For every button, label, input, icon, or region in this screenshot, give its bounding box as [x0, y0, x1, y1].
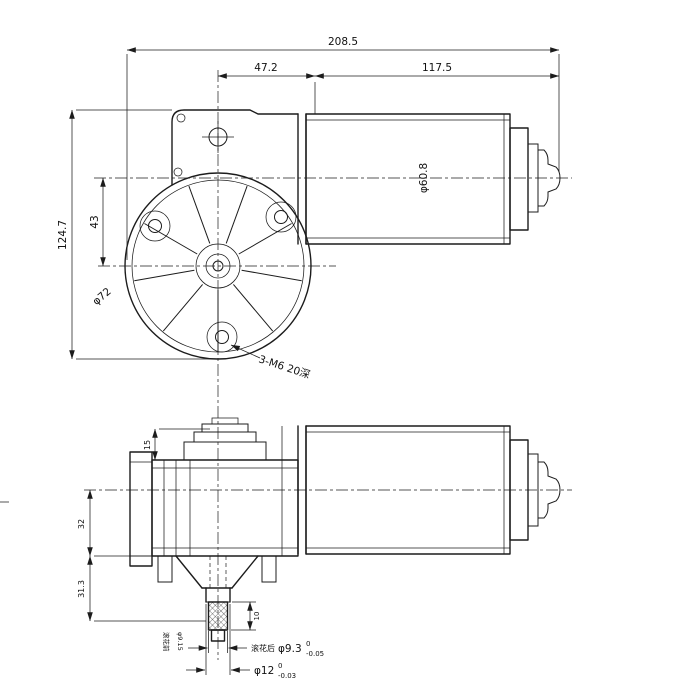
dim-shaft-knurl-dia: φ9.3 [278, 643, 302, 655]
bolt-boss [206, 321, 238, 353]
dimension-lines [69, 47, 560, 675]
dim-overall-height: 124.7 [57, 220, 69, 250]
dim-motor-diameter: φ60.8 [418, 163, 430, 193]
mounting-boss-side [183, 417, 267, 461]
dimension-labels: 208.5 47.2 117.5 124.7 43 φ60.8 φ72 3-M6… [57, 36, 452, 680]
rivet-hole [173, 167, 183, 177]
centerlines [0, 70, 572, 660]
end-cap [509, 127, 529, 231]
dim-shaft-base-dia: φ12 [254, 665, 274, 677]
note-knurl-after: 滚花后 [251, 643, 275, 653]
output-shaft [205, 587, 231, 642]
rivet-hole [176, 113, 186, 123]
shaft-tip [210, 629, 226, 642]
dim-gearbox-diameter: φ72 [90, 286, 113, 308]
mounting-bracket [171, 109, 299, 186]
dim-knurl-length: 10 [253, 612, 261, 621]
dim-body-to-axis: 32 [77, 519, 86, 529]
dim-boss-height: 15 [143, 440, 152, 450]
spokes [134, 185, 302, 351]
shaft-center [212, 260, 224, 272]
dim-mounting-thread: 3-M6 20深 [257, 353, 312, 381]
side-view [129, 417, 561, 642]
bearing-boss [538, 149, 561, 207]
bolt-boss [265, 201, 297, 233]
note-side-1: 滚花前 [162, 632, 171, 652]
gearbox-front [124, 172, 312, 360]
bearing-boss [538, 461, 561, 519]
front-view [124, 109, 561, 360]
bearing-skirt [157, 555, 277, 589]
dim-shaft-base-tol-upper: 0 [278, 662, 282, 670]
bolt-boss [139, 210, 171, 242]
dim-shaft-base-tol-lower: -0.03 [278, 672, 296, 680]
dim-center-to-flange: 47.2 [254, 62, 277, 74]
note-side-2: φ9.15 [176, 632, 184, 651]
dim-shaft-extension: 31.3 [77, 580, 86, 598]
motor-body-front [305, 113, 561, 245]
dim-axis-offset: 43 [89, 215, 101, 228]
dim-motor-length: 117.5 [422, 62, 452, 74]
dim-shaft-knurl-tol-upper: 0 [306, 640, 310, 648]
dim-shaft-knurl-tol-lower: -0.05 [306, 650, 324, 658]
dim-overall-length: 208.5 [328, 36, 358, 48]
